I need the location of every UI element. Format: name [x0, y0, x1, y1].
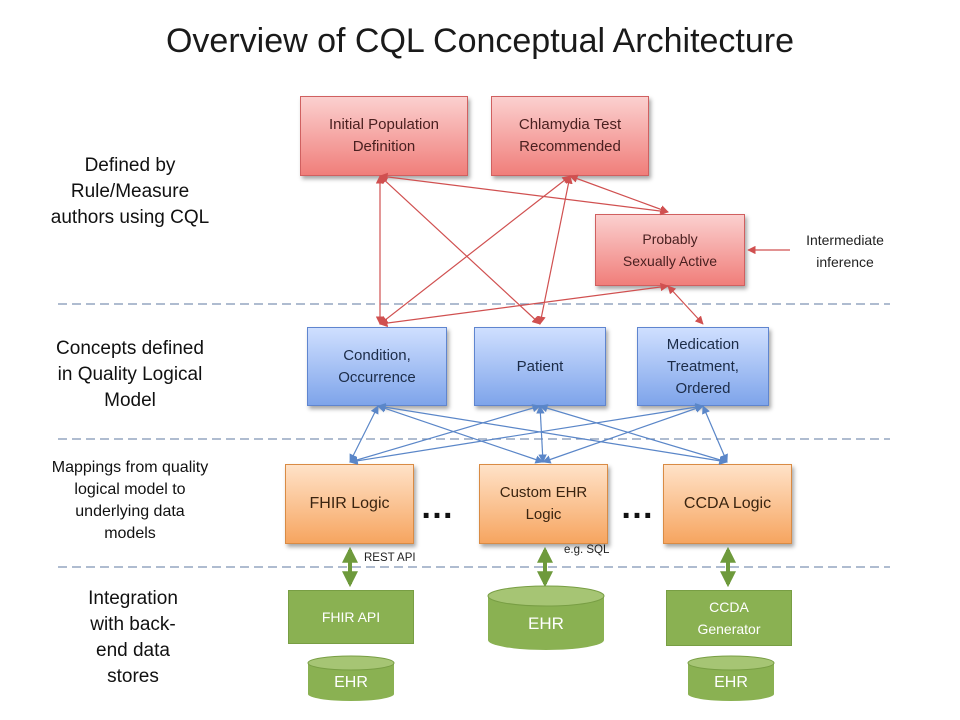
mapping-arrow	[542, 404, 704, 464]
ellipsis-right: …	[620, 488, 654, 526]
data-arrows	[342, 546, 736, 588]
fhir-logic-box: FHIR Logic	[285, 464, 414, 544]
initial-population-box: Initial Population Definition	[300, 96, 468, 176]
mapping-arrow	[349, 404, 541, 464]
rule-arrow	[379, 175, 541, 325]
rule-arrow	[379, 172, 669, 216]
mapping-arrow	[702, 405, 728, 463]
ehr-center-label: EHR	[528, 614, 564, 633]
mapping-arrows	[349, 403, 728, 465]
layer-label-mappings: Mappings from quality logical model to u…	[51, 459, 209, 542]
ehr-left-label: EHR	[334, 674, 368, 691]
custom-ehr-logic-box: Custom EHR Logic	[479, 464, 608, 544]
layer-label-rule-authors: Defined by Rule/Measure authors using CQ…	[50, 155, 210, 228]
mapping-arrow	[536, 405, 547, 463]
sql-label: e.g. SQL	[564, 544, 610, 556]
intermediate-note: Intermediate inference	[806, 232, 884, 270]
page-title: Overview of CQL Conceptual Architecture	[165, 22, 795, 60]
rule-arrow	[569, 174, 669, 214]
layer-label-concepts: Concepts defined in Quality Logical Mode…	[56, 338, 204, 411]
ehr-cylinder-left: EHR	[307, 655, 395, 701]
medication-box: Medication Treatment, Ordered	[637, 327, 769, 406]
mapping-arrow	[349, 405, 379, 463]
rule-arrow	[667, 285, 704, 325]
ccda-generator-box: CCDA Generator	[666, 590, 792, 646]
ehr-right-label: EHR	[714, 674, 748, 691]
ehr-cylinder-center: EHR	[487, 585, 605, 650]
ellipsis-left: …	[420, 488, 454, 526]
rule-arrow	[379, 282, 669, 328]
fhir-api-box: FHIR API	[288, 590, 414, 644]
probably-active-box: Probably Sexually Active	[595, 214, 745, 286]
rule-arrow	[379, 175, 571, 325]
rule-arrows	[375, 172, 790, 328]
mapping-arrow	[377, 403, 728, 465]
ehr-cylinder-right: EHR	[687, 655, 775, 701]
layer-label-integration: Integration with back- end data stores	[88, 588, 178, 687]
rest-api-label: REST API	[364, 552, 416, 564]
chlamydia-test-box: Chlamydia Test Recommended	[491, 96, 649, 176]
